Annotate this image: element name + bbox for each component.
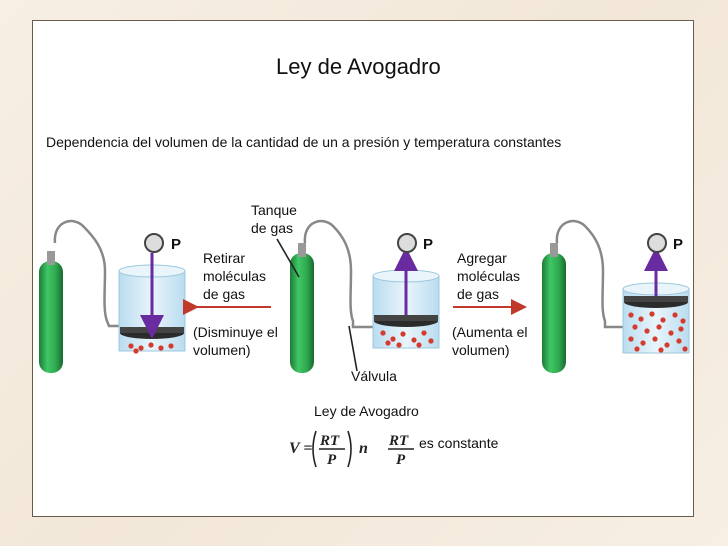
label-add-line3: de gas [457,286,500,302]
molecules-left [128,342,174,354]
pressure-gauge-right [647,233,667,253]
formula-frac-den: P [327,452,337,468]
cylinder-valve-left [47,251,55,265]
label-increase-volume: (Aumenta el volumen) [452,323,527,359]
formula-lhs: V = [289,440,313,457]
gauge-label-left: P [171,236,181,253]
gas-cylinder-left [39,261,63,373]
label-increase-line1: (Aumenta el [452,324,528,340]
label-add-line1: Agregar [457,250,507,266]
gauge-label-middle: P [423,236,433,253]
label-remove-line1: Retirar [203,250,246,266]
slide: P P P V = RT P n RT P Ley de Avogadro De… [32,20,694,517]
gas-tube-middle [303,219,373,329]
cylinder-valve-middle [298,243,306,257]
label-add-molecules: Agregar moléculas de gas [457,249,520,303]
piston-edge-left [120,327,184,333]
formula-rhs-num: RT [388,433,409,449]
station-middle [276,219,440,373]
label-tank: Tanque de gas [251,201,297,237]
piston-edge-middle [374,315,438,321]
formula-frac-num: RT [319,433,340,449]
gas-tube-right [555,219,623,329]
formula-var: n [359,440,368,457]
formula-left-paren [312,430,317,468]
avogadro-diagram: P P P V = RT P n RT P [39,219,690,468]
molecules-right [628,311,688,353]
station-left [39,219,186,373]
slide-title: Ley de Avogadro [276,54,441,79]
pressure-gauge-middle [397,233,417,253]
formula-constant-text: es constante [419,435,499,451]
gas-tube-left [53,219,119,328]
cylinder-valve-right [550,243,558,257]
molecules-middle [380,330,434,348]
label-tank-line2: de gas [251,220,294,236]
label-decrease-volume: (Disminuye el volumen) [193,323,278,359]
formula-rhs-den: P [396,452,406,468]
label-valve: Válvula [351,368,397,384]
station-right [542,219,690,373]
formula-right-paren [347,430,352,468]
gauge-label-right: P [673,236,683,253]
label-remove-molecules: Retirar moléculas de gas [203,249,266,303]
formula-caption: Ley de Avogadro [314,403,419,419]
avogadro-formula: V = RT P n RT P [289,430,414,468]
label-tank-line1: Tanque [251,202,297,218]
label-decrease-line2: volumen) [193,342,251,358]
piston-edge-right [624,296,688,302]
gas-cylinder-middle [290,253,314,373]
label-increase-line2: volumen) [452,342,510,358]
label-add-line2: moléculas [457,268,521,284]
label-remove-line2: moléculas [203,268,267,284]
slide-subtitle: Dependencia del volumen de la cantidad d… [46,134,562,150]
label-decrease-line1: (Disminuye el [193,324,278,340]
pressure-gauge-left [144,233,164,253]
label-remove-line3: de gas [203,286,246,302]
valve-pointer [348,325,358,372]
tank-pointer [276,238,300,278]
gas-cylinder-right [542,253,566,373]
